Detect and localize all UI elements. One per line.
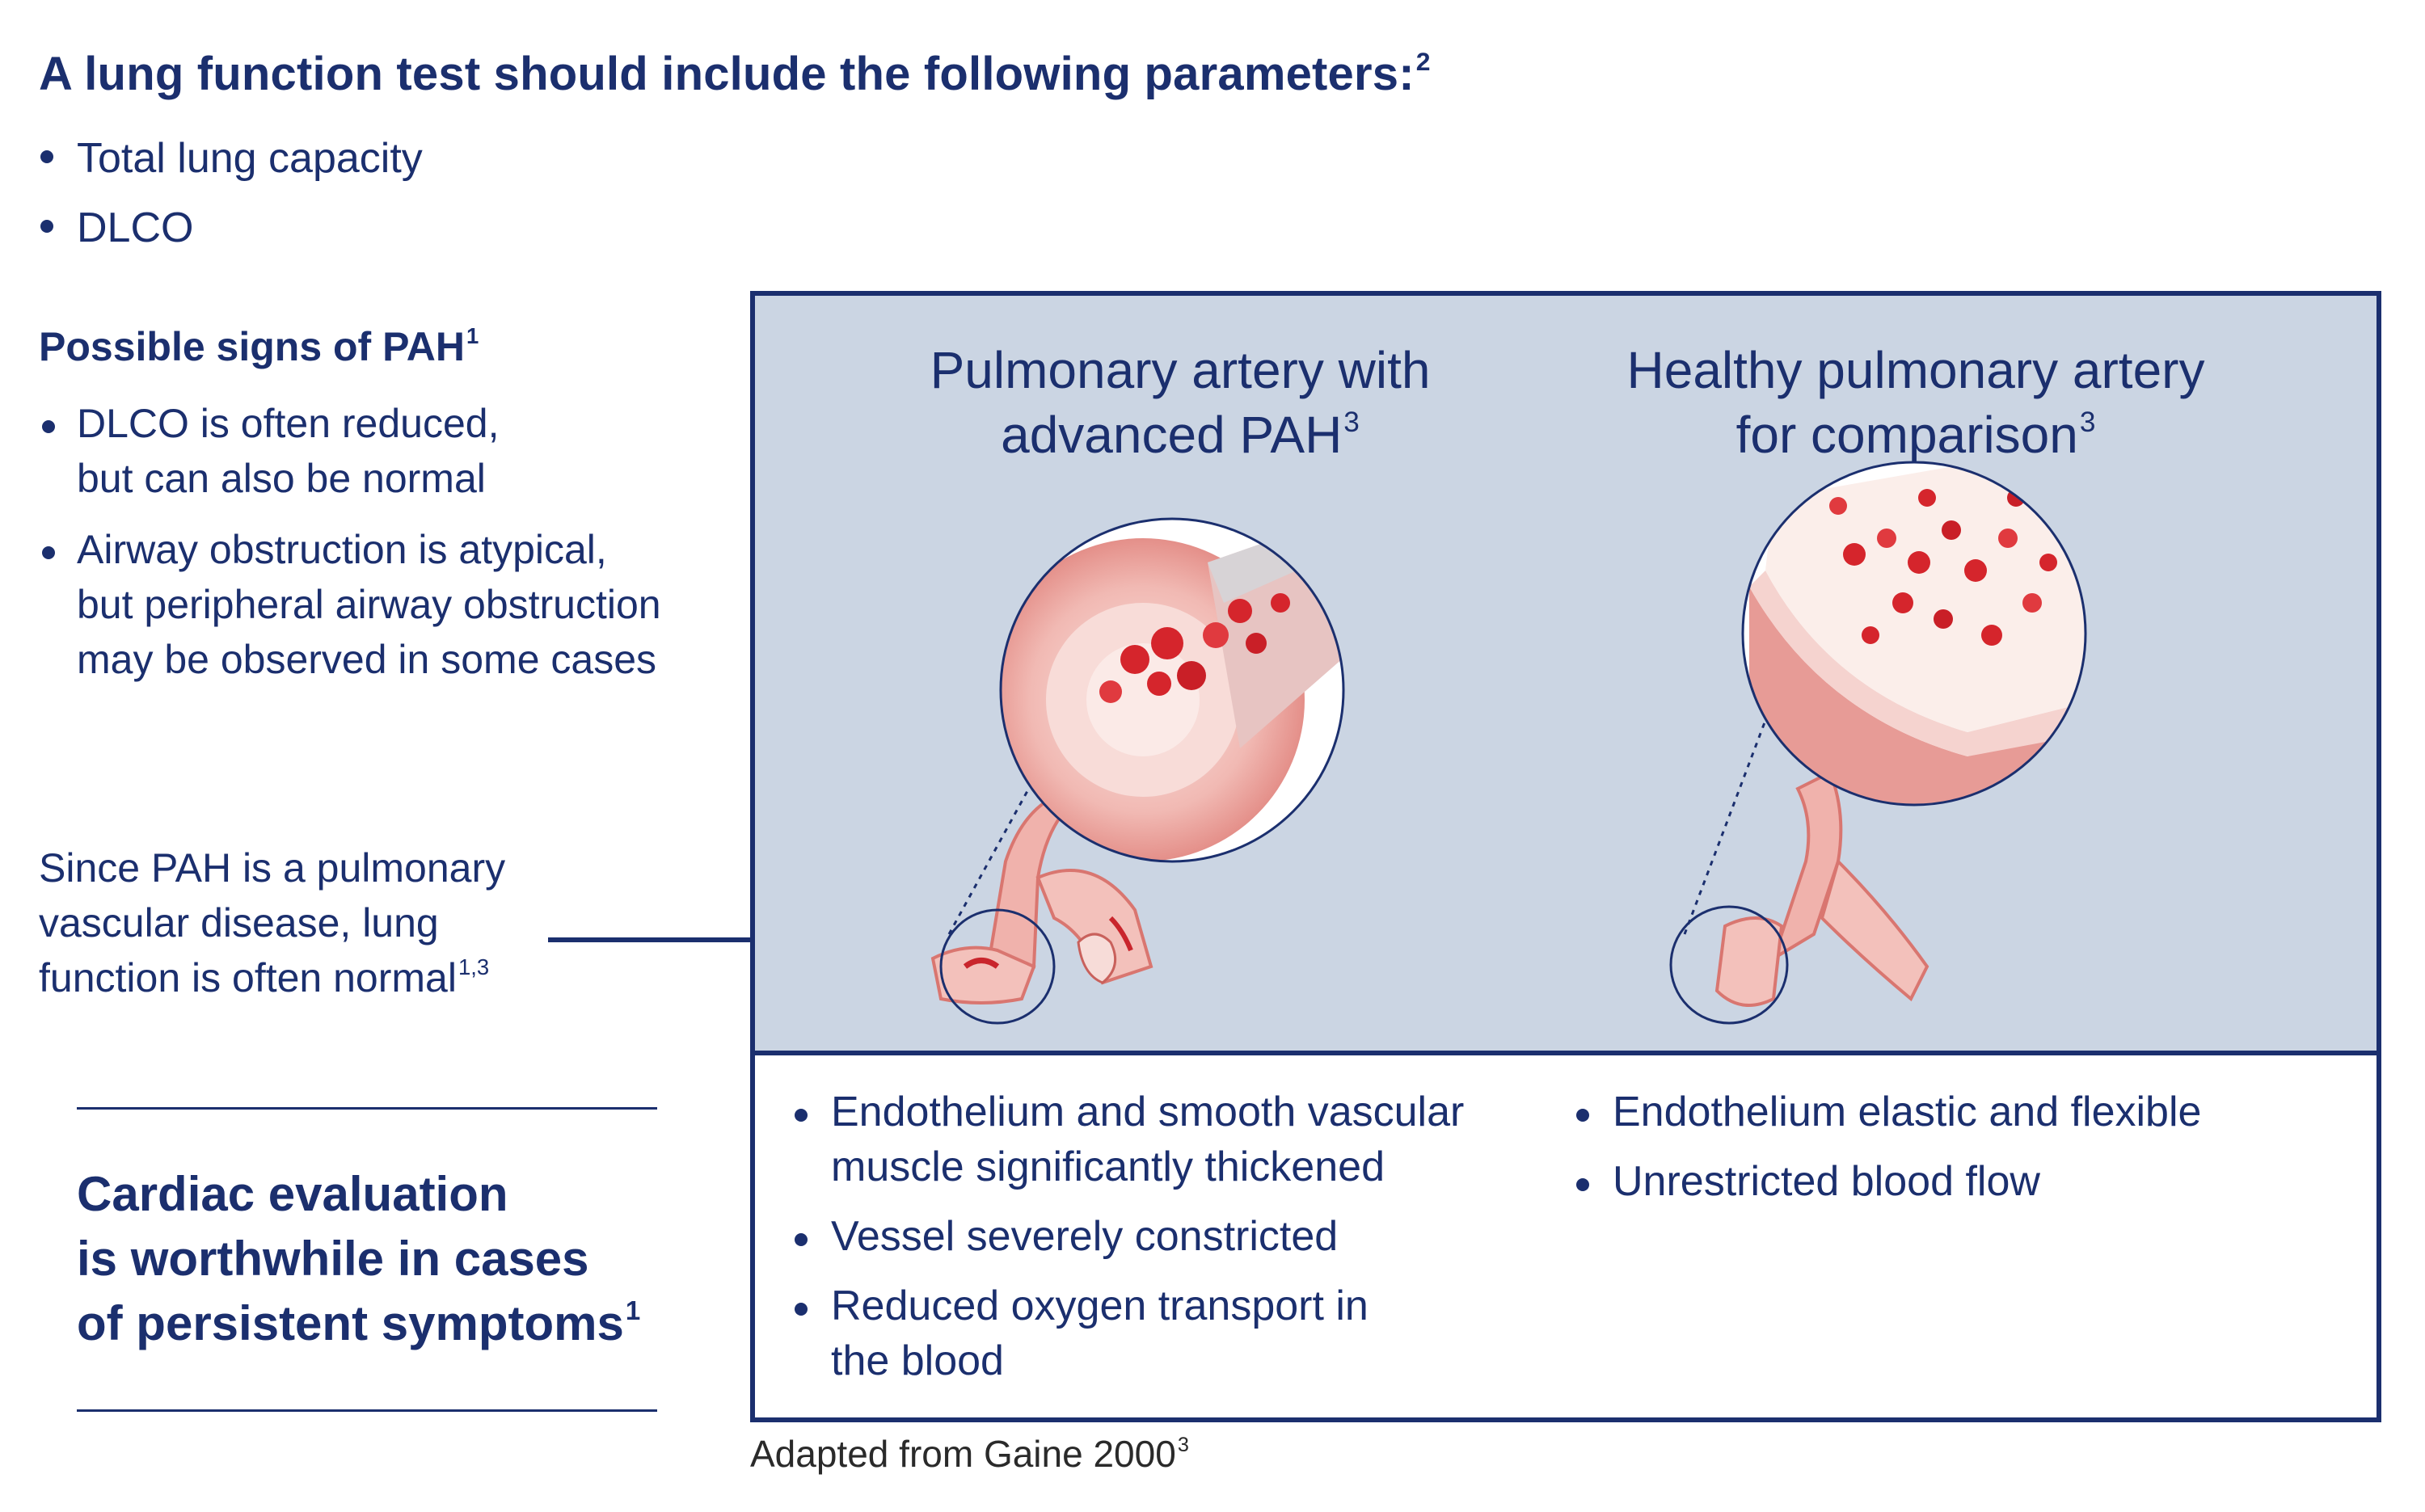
bullet-dot [795, 1303, 808, 1316]
signs-heading: Possible signs of PAH1 [39, 323, 479, 369]
bullet-dot [40, 220, 53, 233]
cardiac-callout: Cardiac evaluation is worthwhile in case… [77, 1167, 641, 1350]
healthy-bullet: Unrestricted blood flow [1613, 1158, 2040, 1205]
bullet-dot [795, 1233, 808, 1246]
divider-line [77, 1107, 657, 1110]
sign-item: Airway obstruction is atypical, but peri… [77, 527, 661, 682]
bullet-dot [1576, 1109, 1589, 1122]
pah-bullet: Reduced oxygen transport in the blood [831, 1282, 1369, 1384]
bullet-dot [40, 150, 53, 163]
bullet-dot [42, 546, 55, 559]
divider-line [77, 1409, 657, 1412]
pah-heading: Pulmonary artery with advanced PAH3 [930, 341, 1431, 464]
source-citation: Adapted from Gaine 20003 [750, 1433, 1189, 1475]
pah-bullet: Vessel severely constricted [831, 1213, 1339, 1260]
bullet-dot [42, 420, 55, 433]
pah-zoom-circle [999, 517, 1345, 863]
comparison-panel [750, 291, 2381, 1422]
pah-bullet: Endothelium and smooth vascular muscle s… [831, 1089, 1465, 1190]
parameter-item: DLCO [77, 204, 194, 251]
sign-item: DLCO is often reduced, but can also be n… [77, 401, 500, 501]
parameter-item: Total lung capacity [77, 135, 423, 182]
healthy-zoom-circle [1741, 461, 2087, 807]
connector-line [548, 937, 750, 942]
healthy-bullet: Endothelium elastic and flexible [1613, 1089, 2202, 1135]
artery-illustrations [930, 461, 2087, 1025]
lung-function-note: Since PAH is a pulmonary vascular diseas… [39, 845, 506, 1000]
healthy-heading: Healthy pulmonary artery for comparison3 [1626, 341, 2205, 464]
page-title: A lung function test should include the … [39, 47, 1431, 100]
bullet-dot [795, 1109, 808, 1122]
bullet-dot [1576, 1178, 1589, 1191]
panel-divider [755, 1051, 2376, 1055]
